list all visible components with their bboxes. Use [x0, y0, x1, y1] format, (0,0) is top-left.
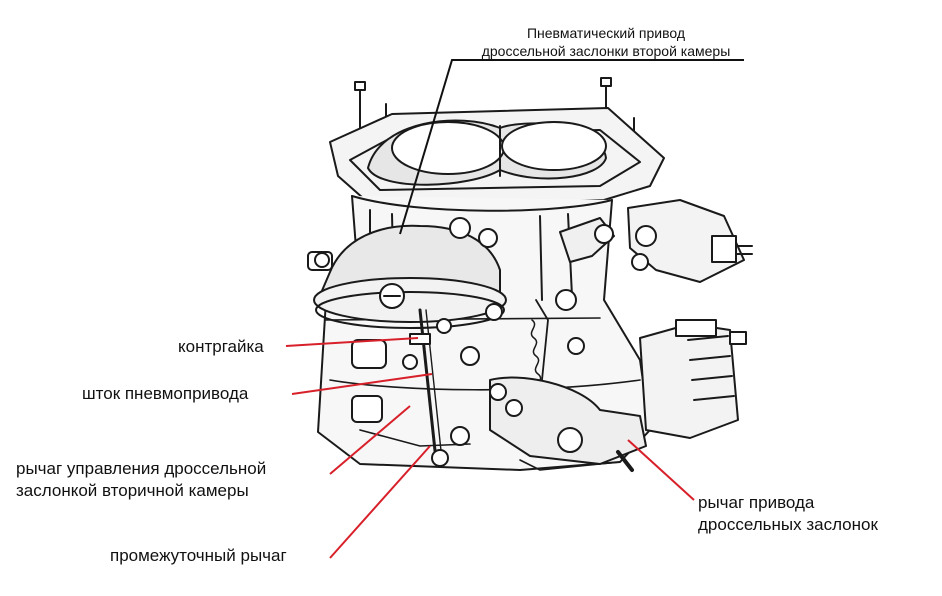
leader-lines — [285, 59, 744, 559]
label-throttle-drive-lever-line1: рычаг привода — [698, 493, 815, 512]
label-actuator-rod: шток пневмопривода — [82, 384, 249, 403]
top-flange — [329, 107, 665, 207]
leader-locknut — [285, 337, 419, 347]
leader-secondary-lever — [329, 405, 411, 475]
solenoid-valve — [627, 199, 753, 283]
leader-pneumatic-drive — [399, 59, 744, 235]
microswitch — [639, 319, 747, 439]
label-locknut: контргайка — [178, 337, 264, 356]
label-throttle-drive-lever-line2: дроссельных заслонок — [698, 515, 878, 534]
label-secondary-lever-line1: рычаг управления дроссельной — [16, 459, 267, 478]
label-secondary-lever: рычаг управления дроссельной заслонкой в… — [16, 458, 336, 502]
label-intermediate-lever: промежуточный рычаг — [110, 546, 287, 565]
label-pneumatic-drive-line1: Пневматический привод — [526, 25, 686, 41]
leader-throttle-drive-lever — [627, 439, 695, 501]
pneumatic-actuator — [307, 224, 507, 329]
leader-actuator-rod — [291, 373, 433, 395]
label-pneumatic-drive: Пневматический привод дроссельной заслон… — [456, 24, 756, 60]
label-pneumatic-drive-line2: дроссельной заслонки второй камеры — [481, 43, 731, 59]
throttle-lever — [450, 376, 647, 472]
carburetor-illustration — [307, 77, 753, 472]
linkage-right — [460, 217, 615, 411]
label-secondary-lever-line2: заслонкой вторичной камеры — [16, 481, 249, 500]
label-throttle-drive-lever: рычаг привода дроссельных заслонок — [698, 492, 928, 536]
leader-intermediate-lever — [329, 445, 431, 559]
bolts — [402, 217, 498, 370]
